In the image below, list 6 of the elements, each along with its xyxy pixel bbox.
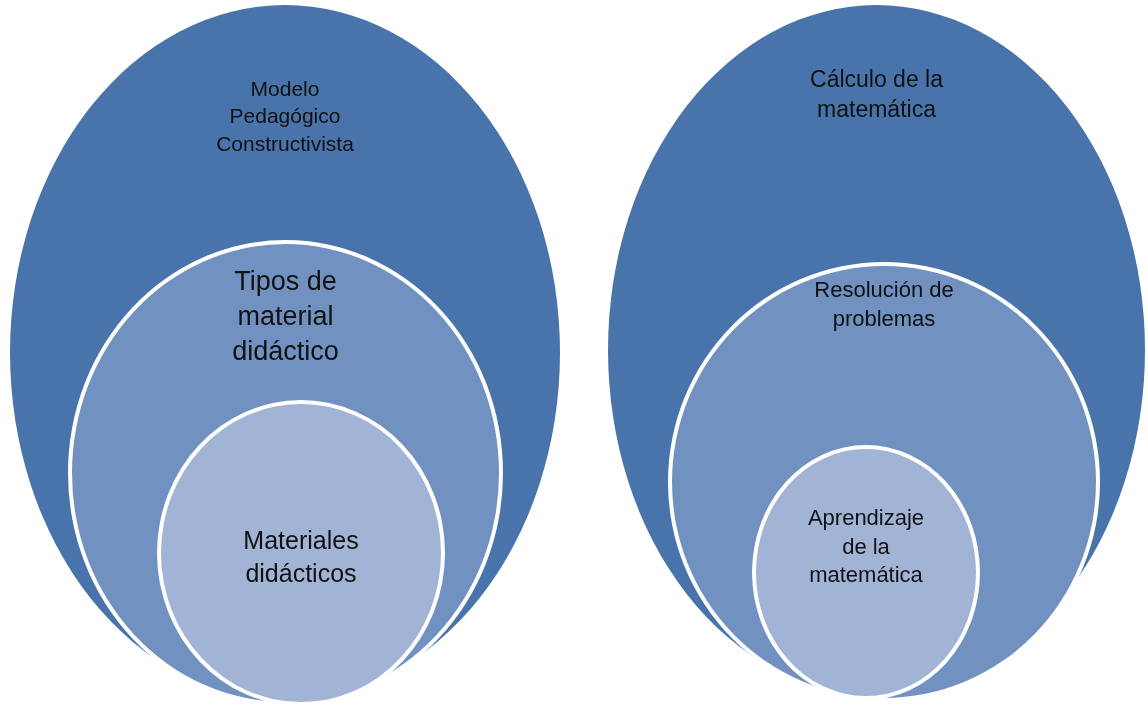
ellipse-label: Modelo Pedagógico Constructivista xyxy=(215,76,355,157)
ellipse-label: Resolución de problemas xyxy=(813,276,955,333)
ellipse-label: Materiales didácticos xyxy=(242,525,360,589)
ellipse-label: Tipos de material didáctico xyxy=(231,265,340,369)
ellipse-label: Cálculo de la matemática xyxy=(809,65,944,124)
ellipse-label: Aprendizaje de la matemática xyxy=(806,504,926,590)
